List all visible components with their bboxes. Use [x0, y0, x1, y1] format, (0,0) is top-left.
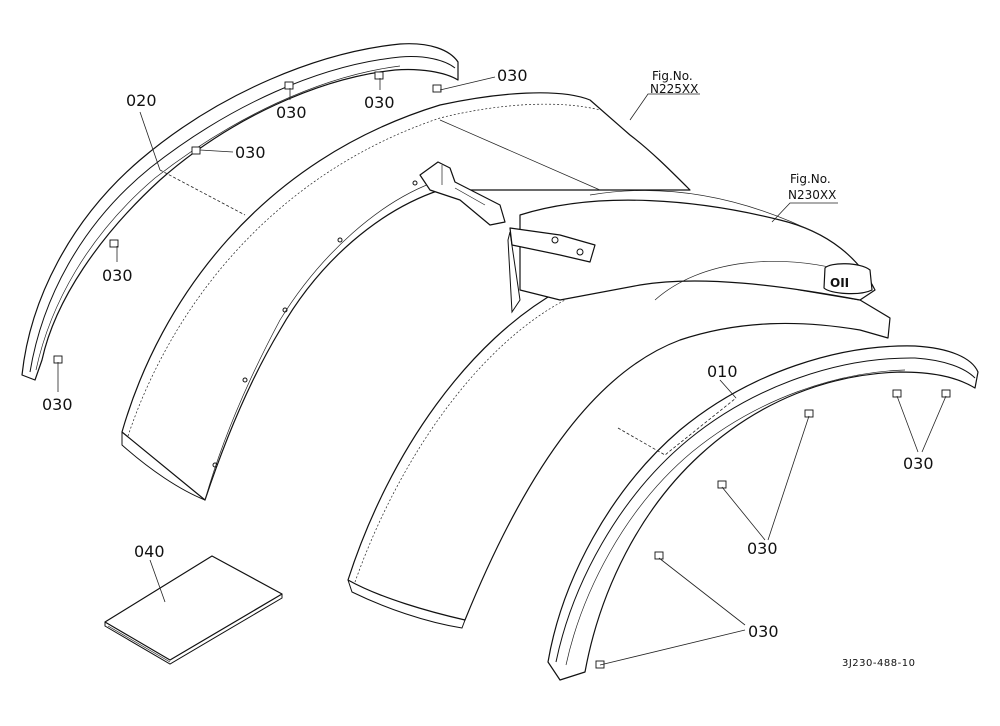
label-030: 030 [102, 266, 133, 285]
part-040-manual-booklet [104, 555, 283, 665]
clip-icon [717, 480, 727, 489]
clip-icon [109, 239, 119, 248]
figure-reference-n225: Fig.No. N225XX [650, 69, 698, 96]
label-030: 030 [903, 454, 934, 473]
part-010-fender-trim [547, 345, 979, 681]
clip-icon [804, 409, 814, 418]
label-030: 030 [276, 103, 307, 122]
drawing-id: 3J230-488-10 [842, 658, 915, 669]
clip-icon [654, 551, 664, 560]
label-040: 040 [134, 542, 165, 561]
label-010: 010 [707, 362, 738, 381]
clip-icon [941, 389, 951, 398]
clip-icon [191, 146, 201, 155]
figure-reference-n230: Fig.No. N230XX [788, 172, 836, 202]
part-020-fender-trim [21, 43, 459, 381]
label-030: 030 [747, 539, 778, 558]
label-020: 020 [126, 91, 157, 110]
clip-icon [53, 355, 63, 364]
clip-icon [892, 389, 902, 398]
label-030: 030 [42, 395, 73, 414]
clip-icon [432, 84, 442, 93]
left-fender-body [121, 92, 691, 501]
label-030: 030 [497, 66, 528, 85]
label-030: 030 [364, 93, 395, 112]
clip-icon [374, 71, 384, 80]
part-labels: 020 030 030 030 030 030 030 010 030 030 … [42, 66, 934, 641]
fig-ref-prefix: Fig.No. [790, 172, 831, 186]
clip-icon [595, 660, 605, 669]
label-030: 030 [235, 143, 266, 162]
emblem-text: OII [830, 276, 849, 290]
right-fender-body: OII [347, 190, 891, 629]
leader-lines [57, 76, 947, 666]
fig-ref-prefix: Fig.No. [652, 69, 693, 83]
fig-ref-number: N230XX [788, 188, 836, 202]
fig-ref-number: N225XX [650, 82, 698, 96]
clip-icon [284, 81, 294, 90]
label-030: 030 [748, 622, 779, 641]
